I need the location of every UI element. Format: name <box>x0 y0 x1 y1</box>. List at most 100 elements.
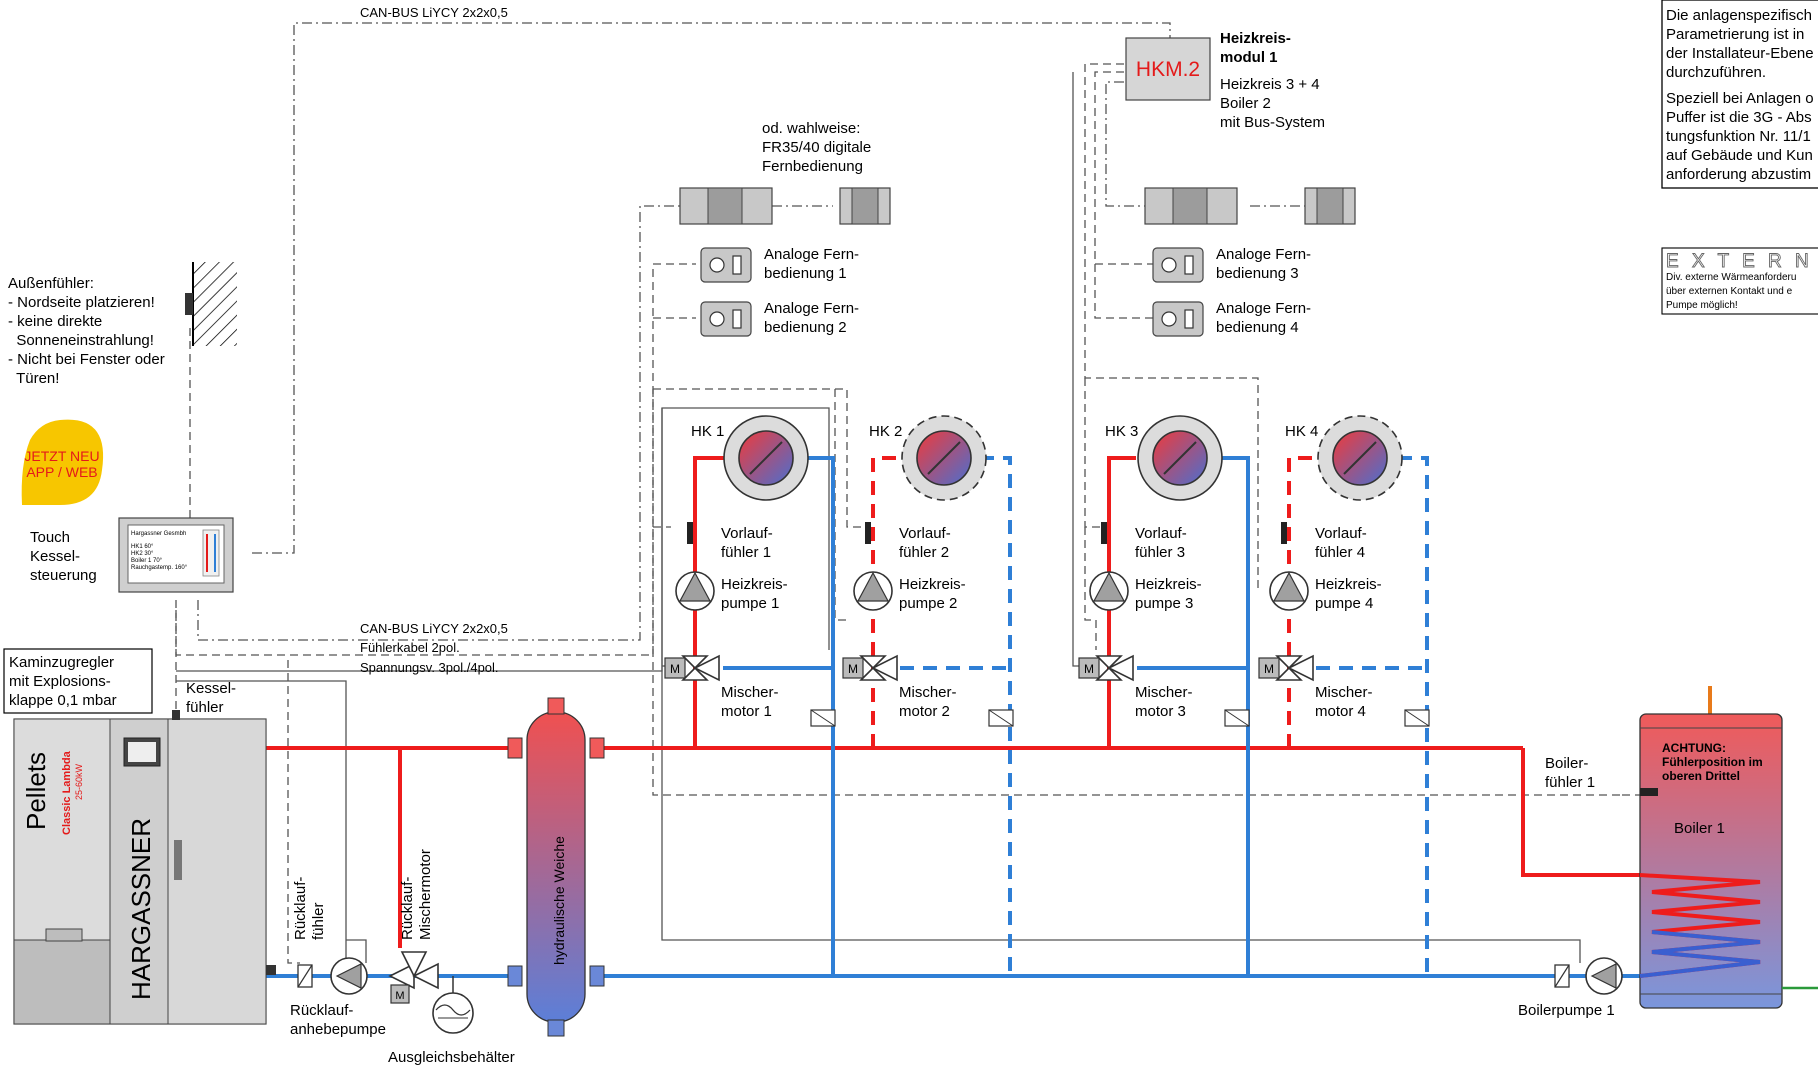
bus-label-power: Spannungsv. 3pol./4pol. <box>360 660 499 675</box>
model-label: Classic Lambda <box>61 750 73 835</box>
return-mixer[interactable]: M <box>388 951 439 1004</box>
analog-remote-4[interactable] <box>1152 301 1204 337</box>
info-line: durchzuführen. <box>1666 64 1766 81</box>
digital-remote-label: Fernbedienung <box>762 158 863 175</box>
power-label: 25-60kW <box>74 763 84 800</box>
info-line: tungsfunktion Nr. 11/1 <box>1666 128 1811 145</box>
storage-boiler[interactable] <box>1639 686 1818 1009</box>
analog-remote-label: bedienung 4 <box>1216 319 1299 336</box>
heating-circuit-label: HK 3 <box>1105 423 1138 440</box>
pump-label: Heizkreis- <box>1135 576 1202 593</box>
extern-line: Pumpe möglich! <box>1666 300 1738 311</box>
info-line: anforderung abzustim <box>1666 166 1811 183</box>
return-pump[interactable] <box>330 957 368 995</box>
hkm-display: HKM.2 <box>1136 58 1200 81</box>
mixer-motor-symbol: M <box>670 662 680 676</box>
info-line: auf Gebäude und Kun <box>1666 147 1813 164</box>
pellet-boiler[interactable]: Pellets Classic Lambda 25-60kW HARGASSNE… <box>13 710 276 1025</box>
extern-box: E X T E R N Div. externe Wärmeanforderu … <box>1661 247 1818 315</box>
digital-remote-label: FR35/40 digitale <box>762 139 871 156</box>
bus-label-top: CAN-BUS LiYCY 2x2x0,5 <box>360 5 508 20</box>
heating-circuit-radiator[interactable] <box>723 415 809 501</box>
pump-label: pumpe 2 <box>899 595 957 612</box>
touch-screen-row: Boiler 1 70° <box>131 558 163 564</box>
mixer-valve[interactable]: M <box>1078 654 1134 682</box>
heating-circuit-pump[interactable] <box>675 571 715 611</box>
app-badge[interactable]: JETZT NEU APP / WEB <box>21 419 104 505</box>
mixer-label: Mischer- <box>721 684 779 701</box>
mixer-motor-symbol: M <box>1264 662 1274 676</box>
outdoor-sensor-text: Außenfühler: - Nordseite platzieren! - k… <box>8 275 165 387</box>
hydraulic-switch[interactable]: hydraulische Weiche <box>507 697 605 1037</box>
pump-label: pumpe 1 <box>721 595 779 612</box>
analog-remote-label: bedienung 2 <box>764 319 847 336</box>
mixer-label: motor 1 <box>721 703 772 720</box>
flow-sensor-label: fühler 4 <box>1315 544 1365 561</box>
hydraulic-switch-label: hydraulische Weiche <box>551 836 567 965</box>
mixer-valve[interactable]: M <box>1258 654 1314 682</box>
boiler-pump[interactable] <box>1585 957 1623 995</box>
kessel-sensor-label: Kessel- <box>186 680 236 697</box>
return-limiter <box>810 709 836 727</box>
digital-remote-2[interactable] <box>1144 187 1356 225</box>
analog-remote-label: Analoge Fern- <box>764 300 859 317</box>
outdoor-line: - Nordseite platzieren! <box>8 294 155 311</box>
analog-remote-label: bedienung 1 <box>764 265 847 282</box>
digital-remote-label: od. wahlweise: <box>762 120 860 137</box>
boiler-sensor-label: Boiler- <box>1545 755 1588 772</box>
pump-label: Heizkreis- <box>899 576 966 593</box>
mixer-label: motor 3 <box>1135 703 1186 720</box>
expansion-tank[interactable] <box>432 976 474 1034</box>
return-sensor <box>297 964 313 988</box>
touch-screen-row: HK1 60° <box>131 544 154 550</box>
flow-sensor <box>865 522 871 544</box>
heating-circuit-radiator[interactable] <box>1137 415 1223 501</box>
hydraulic-pipes <box>266 456 1640 978</box>
flow-sensor-label: fühler 2 <box>899 544 949 561</box>
mixer-motor-symbol: M <box>848 662 858 676</box>
analog-remote-3[interactable] <box>1152 247 1204 283</box>
pellets-label: Pellets <box>21 752 51 830</box>
flow-sensor <box>1281 522 1287 544</box>
chimney-line: mit Explosions- <box>9 673 111 690</box>
heating-circuit-label: HK 4 <box>1285 423 1318 440</box>
flow-sensor-label: Vorlauf- <box>899 525 951 542</box>
heating-circuit-radiator[interactable] <box>1317 415 1403 501</box>
flow-sensor <box>687 522 693 544</box>
mixer-label: motor 2 <box>899 703 950 720</box>
analog-remote-2[interactable] <box>700 301 752 337</box>
touch-label: Touch <box>30 529 70 546</box>
kessel-sensor-label: fühler <box>186 699 224 716</box>
heating-circuit-radiator[interactable] <box>901 415 987 501</box>
info-line: Die anlagenspezifisch <box>1666 7 1812 24</box>
outdoor-line: Sonneneinstrahlung! <box>8 332 154 349</box>
flow-sensor-label: Vorlauf- <box>721 525 773 542</box>
digital-remote-1[interactable] <box>679 187 891 225</box>
return-limiter <box>988 709 1014 727</box>
touch-screen-row: HK2 30° <box>131 551 154 557</box>
heating-circuit-label: HK 2 <box>869 423 902 440</box>
analog-remote-label: Analoge Fern- <box>764 246 859 263</box>
mixer-label: Mischer- <box>1315 684 1373 701</box>
bus-label-sensor: Fühlerkabel 2pol. <box>360 640 460 655</box>
boiler-warning: Fühlerposition im <box>1662 755 1763 769</box>
heating-circuit-pump[interactable] <box>853 571 893 611</box>
outdoor-sensor-wall <box>185 262 237 346</box>
mixer-valve[interactable]: M <box>842 654 898 682</box>
hkm-desc: mit Bus-System <box>1220 114 1325 131</box>
flow-sensor-label: fühler 1 <box>721 544 771 561</box>
heating-circuit-module[interactable]: HKM.2 <box>1125 37 1211 101</box>
boiler-name: Boiler 1 <box>1674 820 1725 837</box>
heating-circuit-pump[interactable] <box>1269 571 1309 611</box>
mixer-valve[interactable]: M <box>664 654 720 682</box>
touch-control-panel[interactable]: Hargassner Gesmbh HK1 60° HK2 30° Boiler… <box>118 517 234 593</box>
boiler-pump-label: Boilerpumpe 1 <box>1518 1002 1615 1019</box>
info-line: Puffer ist die 3G - Abs <box>1666 109 1812 126</box>
return-sensor-label: fühler <box>310 902 327 940</box>
return-limiter <box>1404 709 1430 727</box>
analog-remote-1[interactable] <box>700 247 752 283</box>
heating-circuit-pump[interactable] <box>1089 571 1129 611</box>
